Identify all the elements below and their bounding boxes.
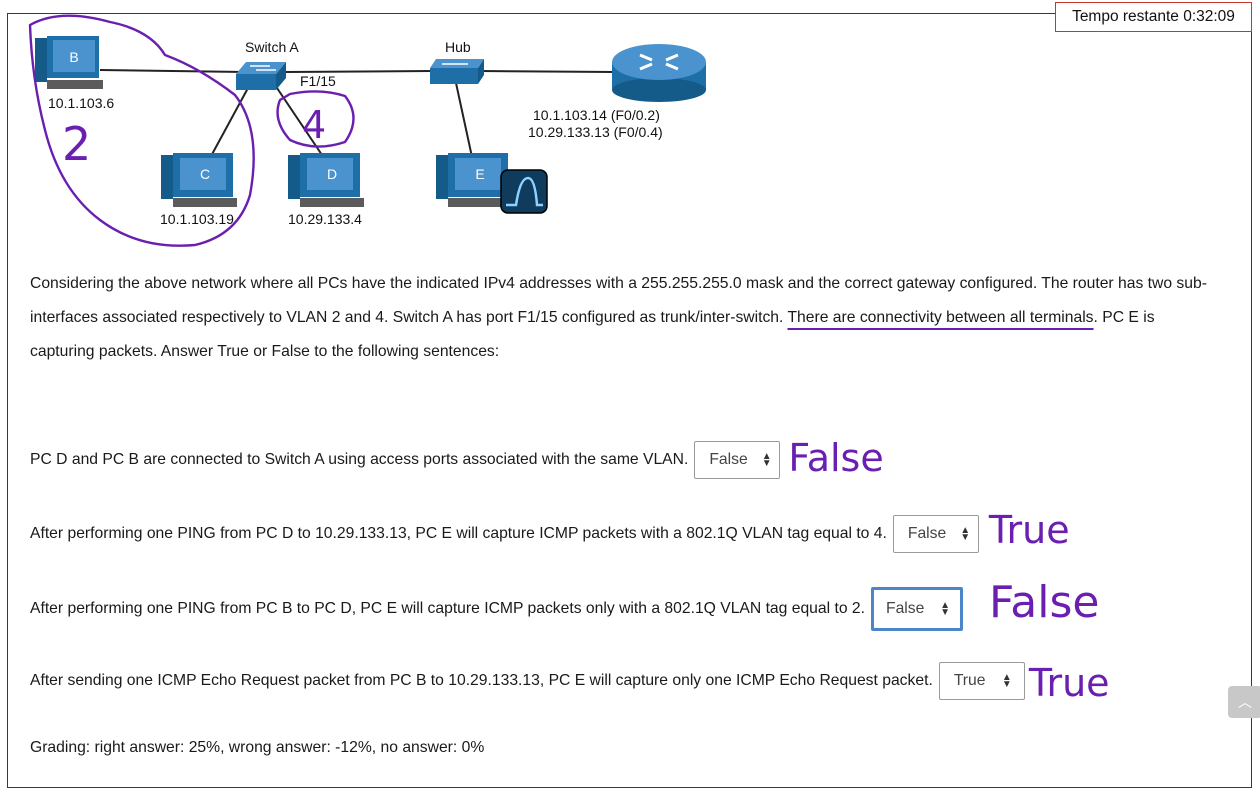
wireshark-icon (500, 169, 548, 214)
up-down-caret-icon: ▲▼ (1001, 672, 1012, 690)
pc-c-ip: 10.1.103.19 (160, 211, 234, 227)
statement-2-select-value: False (907, 525, 947, 542)
statement-2: After performing one PING from PC D to 1… (30, 508, 1070, 556)
ink-vlan2-loop (28, 14, 255, 247)
statement-1: PC D and PC B are connected to Switch A … (30, 436, 884, 482)
grading-text: Grading: right answer: 25%, wrong answer… (30, 739, 485, 756)
chevron-up-icon: ︿ (1238, 694, 1252, 710)
router-ip-1: 10.1.103.14 (F0/0.2) (533, 107, 660, 123)
pc-d-letter: D (327, 166, 337, 182)
statement-4-select-value: True (953, 672, 986, 689)
timer-badge: Tempo restante 0:32:09 (1055, 2, 1252, 32)
statement-1-select-value: False (709, 451, 748, 468)
router-icon (612, 44, 706, 102)
statement-3-text: After performing one PING from PC B to P… (30, 599, 865, 617)
router-ip-2: 10.29.133.13 (F0/0.4) (528, 124, 663, 140)
pc-d-icon: D (288, 153, 364, 207)
diagram-links (99, 69, 616, 159)
up-down-caret-icon: ▲▼ (960, 525, 971, 543)
up-down-caret-icon: ▲▼ (761, 451, 772, 469)
statement-1-select[interactable]: False ▲▼ (694, 441, 781, 479)
statement-4-text: After sending one ICMP Echo Request pack… (30, 672, 933, 689)
statement-3-handwritten: False (989, 577, 1100, 628)
ink-vlan4-loop (276, 90, 355, 148)
ink-vlan4-digit: 4 (302, 103, 326, 147)
pc-e-letter: E (475, 166, 484, 182)
pc-e-icon: E (436, 153, 512, 207)
ink-vlan2-digit: 2 (62, 117, 91, 171)
statement-3-select-value: False (886, 599, 925, 617)
hub-label: Hub (445, 39, 471, 55)
statement-1-handwritten: False (788, 436, 884, 480)
statement-4-handwritten: True (1028, 661, 1110, 705)
pc-b-ip: 10.1.103.6 (48, 95, 114, 111)
question-frame (7, 13, 1252, 788)
question-text-underlined: There are connectivity between all termi… (787, 309, 1094, 326)
up-down-caret-icon: ▲▼ (940, 599, 950, 618)
question-text-end: . PC E is capturing packets. Answer True… (30, 309, 1155, 360)
switch-icon (236, 62, 286, 90)
pc-c-letter: C (200, 166, 210, 182)
pc-c-icon: C (161, 153, 237, 207)
pc-b-letter: B (69, 49, 78, 65)
question-paragraph: Considering the above network where all … (30, 267, 1210, 369)
statement-4-select[interactable]: True ▲▼ (938, 662, 1025, 700)
statement-4: After sending one ICMP Echo Request pack… (30, 659, 1110, 705)
network-diagram: Switch A F1/15 Hub 10.1.103.14 (F0/0.2) … (28, 14, 706, 247)
hub-icon (430, 59, 484, 84)
port-label: F1/15 (300, 73, 336, 89)
pc-b-icon: B (35, 36, 103, 89)
statement-2-handwritten: True (988, 508, 1070, 552)
statement-1-text: PC D and PC B are connected to Switch A … (30, 451, 689, 468)
switch-label: Switch A (245, 39, 299, 55)
scroll-top-button[interactable]: ︿ (1228, 686, 1260, 718)
statement-2-text: After performing one PING from PC D to 1… (30, 525, 887, 542)
statement-2-select[interactable]: False ▲▼ (892, 515, 979, 553)
question-text-start: Considering the above network where all … (30, 275, 1207, 326)
statement-3: After performing one PING from PC B to P… (30, 577, 1099, 634)
statement-3-select[interactable]: False ▲▼ (871, 586, 963, 631)
pc-d-ip: 10.29.133.4 (288, 211, 362, 227)
